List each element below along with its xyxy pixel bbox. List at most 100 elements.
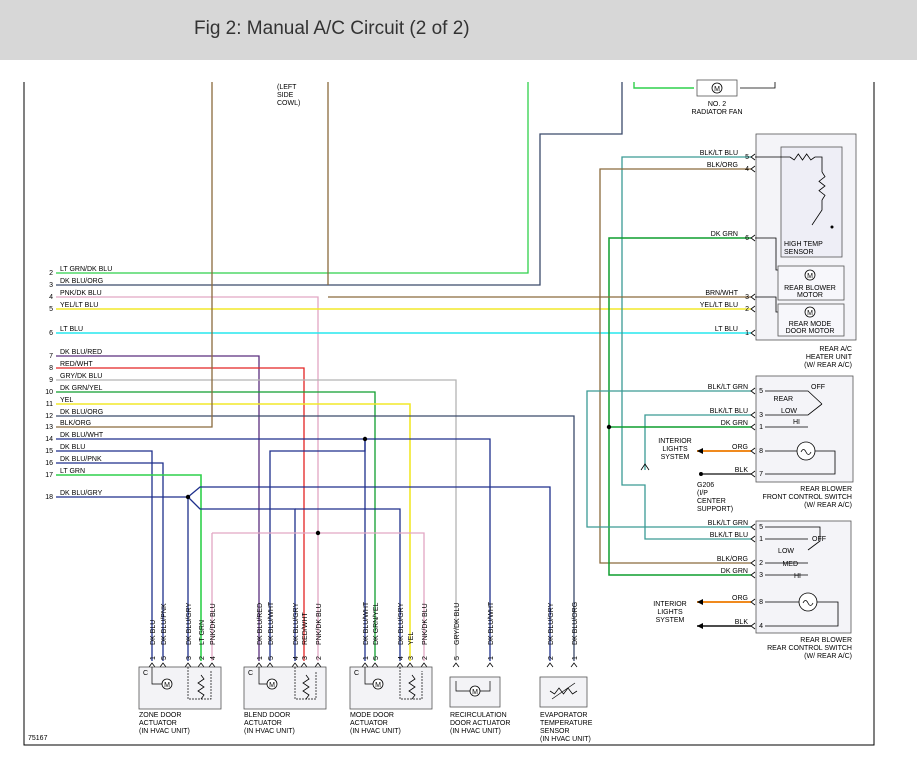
actuator-pin-number: 4 (398, 656, 405, 660)
wire-gry-dk-blu (56, 379, 457, 661)
radiator-fan-motor-icon (711, 82, 723, 94)
figure-number: 75167 (28, 735, 48, 742)
arrow-icon (697, 599, 703, 605)
actuator-label: BLEND DOOR (244, 712, 290, 719)
rear-heater-wire-label: DK GRN (711, 231, 738, 238)
actuator-label: ZONE DOOR (139, 712, 181, 719)
front-interior-lights-label: INTERIOR (658, 438, 691, 445)
actuator-pin-number: 1 (257, 656, 264, 660)
actuator-pin-number: 2 (199, 656, 206, 660)
harness-wire-label: LT GRN/DK BLU (60, 266, 112, 273)
switch-lever (765, 403, 823, 416)
g206-ground-label: SUPPORT) (697, 506, 733, 513)
rear-heater-wire-label: BLK/ORG (707, 162, 738, 169)
actuator-label: MODE DOOR (350, 712, 394, 719)
actuator-wire-label: DK BLU/WHT (363, 601, 370, 645)
switch-contact (830, 225, 834, 229)
thermistor-slash (551, 682, 576, 700)
sensor-trace (815, 156, 823, 172)
high-temp-sensor-label: SENSOR (784, 249, 814, 256)
harness-wire-label: YEL (60, 397, 73, 404)
wire-dk-grn-right (608, 237, 751, 576)
motor-glyph: M (375, 682, 381, 689)
connector-chevron (452, 662, 460, 668)
connector-chevron (255, 662, 263, 668)
actuator-label: ACTUATOR (350, 720, 388, 727)
actuator-box (243, 666, 327, 710)
actuator-pin-number: 4 (293, 656, 300, 660)
actuator-pin-number: 4 (210, 656, 217, 660)
connector-chevron (361, 662, 369, 668)
rear-heater-wire-label: BLK/LT BLU (700, 150, 738, 157)
harness-pin-number: 3 (49, 282, 53, 289)
rear-blower-motor-label: REAR BLOWER (784, 285, 836, 292)
rear-switch-pin-number: 1 (759, 536, 763, 543)
arrow-icon (697, 623, 703, 629)
wire-dk-blu-org-top (56, 82, 623, 286)
actuator-trace (480, 681, 491, 692)
resistor-icon (408, 674, 416, 700)
lamp-lead (765, 450, 836, 475)
lamp-filament (800, 449, 812, 455)
front-switch-wire-label: ORG (732, 444, 748, 451)
rear-heater-pin-number: 5 (745, 154, 749, 161)
actuator-pin-number: 1 (488, 656, 495, 660)
connector-chevron (406, 662, 414, 668)
g206-ground-label: G206 (697, 482, 714, 489)
lamp-filament (802, 600, 814, 606)
harness-pin-number: 14 (45, 436, 53, 443)
thermistor-icon (549, 687, 578, 695)
rear-heater-pin-number: 6 (745, 235, 749, 242)
front-switch-pin-number: 8 (759, 448, 763, 455)
high-temp-sensor-box (780, 146, 843, 258)
harness-wire-label: DK BLU/PNK (60, 456, 102, 463)
harness-wire-label: RED/WHT (60, 361, 93, 368)
actuator-wire-label: PNK/DK BLU (316, 603, 323, 645)
harness-wire-label: DK BLU/WHT (60, 432, 104, 439)
harness-pin-number: 15 (45, 448, 53, 455)
wire-dk-blu-org (56, 415, 575, 661)
actuator-pin-number: 2 (548, 656, 555, 660)
rear-switch-wire-label: ORG (732, 595, 748, 602)
rear-heater-pin-number: 1 (745, 330, 749, 337)
wire-red-wht (56, 367, 305, 661)
rear-switch-pin-number: 5 (759, 524, 763, 531)
harness-wire-label: DK BLU/GRY (60, 490, 103, 497)
actuator-wire-label: DK BLU/GRY (186, 602, 193, 645)
wire-pnk-dk-blu-bus (212, 532, 425, 661)
front-switch-wire-label: BLK (735, 467, 749, 474)
harness-wire-label: YEL/LT BLU (60, 302, 98, 309)
harness-pin-number: 16 (45, 460, 53, 467)
actuator-wire-label: DK BLU (150, 620, 157, 645)
connector-chevron (750, 559, 756, 567)
connector-chevron (314, 662, 322, 668)
switch-lever (765, 390, 823, 405)
harness-pin-number: 17 (45, 472, 53, 479)
rear-blower-motor-box (777, 265, 845, 301)
harness-wire-label: DK BLU/ORG (60, 409, 103, 416)
connector-chevron (159, 662, 167, 668)
connector-chevron (750, 387, 756, 395)
actuator-wire-label: DK GRN/YEL (373, 602, 380, 645)
harness-pin-number: 5 (49, 306, 53, 313)
motor-glyph: M (807, 310, 813, 317)
actuator-trace (399, 667, 423, 700)
actuator-label: EVAPORATOR (540, 712, 587, 719)
motor-glyph: M (472, 689, 478, 696)
switch-position-label: REAR (774, 396, 793, 403)
connector-chevron (750, 571, 756, 579)
harness-pin-number: 7 (49, 353, 53, 360)
harness-pin-number: 2 (49, 270, 53, 277)
wire-dk-grn-yel (56, 391, 376, 661)
actuator-trace (151, 667, 162, 685)
rear-switch-pin-number: 4 (759, 623, 763, 630)
harness-wire-label: DK BLU/RED (60, 349, 102, 356)
rear-switch-wire-label: BLK/ORG (717, 556, 748, 563)
harness-pin-number: 4 (49, 294, 53, 301)
actuator-label: ACTUATOR (244, 720, 282, 727)
connector-chevron (750, 305, 756, 313)
g206-ground-label: CENTER (697, 498, 726, 505)
actuator-wire-label: PNK/DK BLU (210, 603, 217, 645)
